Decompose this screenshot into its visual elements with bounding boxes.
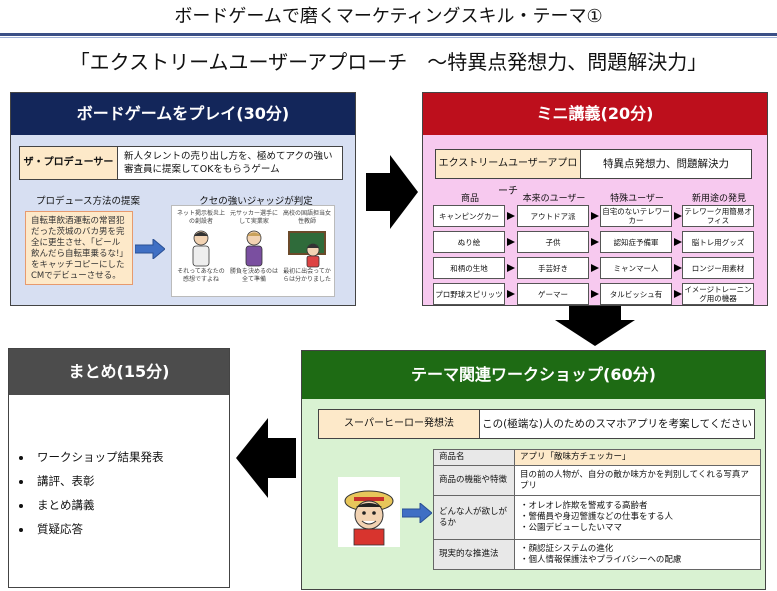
panel-board-game: ボードゲームをプレイ(30分) ザ・プロデューサー 新人タレントの売り出し方を、… — [10, 92, 356, 306]
panel-summary: まとめ(15分) ワークショップ結果発表 講評、表彰 まとめ講義 質疑応答 — [8, 348, 230, 588]
grid-cell: 手芸好き — [517, 257, 589, 279]
panel-mini-lecture-title: ミニ講義(20分) — [423, 93, 767, 135]
table-row: 現実的な推進法・顔認証システムの進化・個人情報保護法やプライバシーへの配慮 — [433, 539, 761, 570]
judge-card: 元サッカー選手にして実業家 勝負を決めるのは全て準備 — [229, 210, 279, 294]
small-arrow-icon — [674, 290, 682, 298]
game-name-tag: ザ・プロデューサー — [19, 146, 118, 180]
table-value: ・オレオレ詐欺を警戒する高齢者・警備員や身辺警護などの仕事をする人・公園デビュー… — [514, 495, 761, 540]
small-arrow-icon — [507, 264, 515, 272]
grid-cell: 自宅のないテレワーカー — [600, 205, 672, 227]
table-key: どんな人が欲しがるか — [433, 495, 515, 540]
page-title: ボードゲームで磨くマーケティングスキル・テーマ① — [174, 6, 603, 27]
grid-cell: プロ野球スピリッツ — [433, 283, 505, 305]
grid-cell: ミャンマー人 — [600, 257, 672, 279]
column-header: 特殊ユーザー — [610, 194, 664, 204]
judge-portrait-icon — [245, 230, 263, 267]
judge-caption-top: 元サッカー選手にして実業家 — [229, 210, 278, 225]
judge-caption-bottom: 最初に出会ってからは分かりました — [282, 268, 331, 283]
panel-workshop-title: テーマ関連ワークショップ(60分) — [302, 351, 765, 399]
judge-card: 高校の国語担当女性教師 最初に出会ってからは分かりました — [282, 210, 332, 294]
right-arrow-icon — [135, 239, 165, 259]
right-arrow-icon — [402, 503, 432, 523]
list-item: 質疑応答 — [33, 517, 164, 541]
small-arrow-icon — [507, 290, 515, 298]
table-key: 商品の機能や特徴 — [433, 465, 515, 496]
grid-cell: ゲーマー — [517, 283, 589, 305]
grid-cell: 和柄の生地 — [433, 257, 505, 279]
small-arrow-icon — [591, 212, 599, 220]
table-row: 商品の機能や特徴目の前の人物が、自分の敵か味方かを判別してくれる写真アプリ — [433, 465, 761, 496]
small-arrow-icon — [674, 264, 682, 272]
judge-caption-bottom: 勝負を決めるのは全て準備 — [229, 268, 278, 283]
grid-cell: ロンジー用素材 — [682, 257, 754, 279]
judge-label: クセの強いジャッジが判定 — [199, 196, 313, 207]
teacher-blackboard-icon — [288, 231, 326, 268]
method-description: 特異点発想力、問題解決力 — [580, 149, 752, 179]
table-key: 現実的な推進法 — [433, 539, 515, 570]
list-item: 講評、表彰 — [33, 469, 164, 493]
panel-summary-title: まとめ(15分) — [9, 349, 229, 395]
judge-caption-top: ネット掲示板炎上の創設者 — [176, 210, 225, 225]
workshop-method-tag: スーパーヒーロー発想法 — [318, 409, 480, 439]
title-underline — [0, 33, 777, 36]
grid-cell: 子供 — [517, 231, 589, 253]
page-subtitle: 「エクストリームユーザーアプローチ ～特異点発想力、問題解決力」 — [69, 50, 708, 74]
grid-cell: 認知症予備軍 — [600, 231, 672, 253]
game-description: 新人タレントの売り出し方を、極めてアクの強い審査員に提案してOKをもらうゲーム — [117, 146, 343, 180]
column-header: 新用途の発見 — [691, 194, 746, 204]
proposal-label: プロデュース方法の提案 — [35, 196, 141, 207]
title-underline-thin — [0, 37, 777, 38]
table-key: 商品名 — [433, 449, 515, 466]
panel-workshop: テーマ関連ワークショップ(60分) スーパーヒーロー発想法 この(極端な)人のた… — [301, 350, 766, 590]
summary-list: ワークショップ結果発表 講評、表彰 まとめ講義 質疑応答 — [19, 445, 164, 541]
column-header: 本来のユーザー — [522, 194, 586, 204]
judge-portrait-icon — [192, 230, 210, 267]
flow-arrow-left-icon — [236, 418, 296, 498]
panel-mini-lecture: ミニ講義(20分) エクストリームユーザーアプローチ 特異点発想力、問題解決力 … — [422, 92, 768, 306]
flow-arrow-down-icon — [555, 306, 635, 346]
judge-cards: ネット掲示板炎上の創設者 それってあなたの感想ですよね 元サッカー選手にして実業… — [171, 205, 335, 297]
table-value: アプリ「敵味方チェッカー」 — [514, 449, 761, 466]
grid-cell: アウトドア派 — [517, 205, 589, 227]
list-item: ワークショップ結果発表 — [33, 445, 164, 469]
proposal-example: 自転車飲酒運転の常習犯だった茨城のバカ男を完全に更生させ、「ビール飲んだら自転車… — [25, 211, 133, 285]
grid-cell: 脳トレ用グッズ — [682, 231, 754, 253]
judge-caption-top: 高校の国語担当女性教師 — [282, 210, 331, 225]
small-arrow-icon — [591, 238, 599, 246]
workshop-instruction: この(極端な)人のためのスマホアプリを考案してください — [479, 409, 755, 439]
small-arrow-icon — [674, 212, 682, 220]
judge-caption-bottom: それってあなたの感想ですよね — [177, 268, 225, 283]
idea-table: 商品名アプリ「敵味方チェッカー」商品の機能や特徴目の前の人物が、自分の敵か味方か… — [433, 449, 761, 570]
list-item: まとめ講義 — [33, 493, 164, 517]
hero-character-icon — [338, 477, 400, 547]
grid-cell: タルビッシュ有 — [600, 283, 672, 305]
flow-arrow-right-icon — [366, 155, 418, 229]
method-name-tag: エクストリームユーザーアプローチ — [435, 149, 581, 197]
judge-card: ネット掲示板炎上の創設者 それってあなたの感想ですよね — [176, 210, 226, 294]
grid-cell: ぬり絵 — [433, 231, 505, 253]
table-row: 商品名アプリ「敵味方チェッカー」 — [433, 449, 761, 466]
small-arrow-icon — [591, 290, 599, 298]
small-arrow-icon — [591, 264, 599, 272]
grid-cell: キャンピングカー — [433, 205, 505, 227]
table-value: 目の前の人物が、自分の敵か味方かを判別してくれる写真アプリ — [514, 465, 761, 496]
panel-board-game-title: ボードゲームをプレイ(30分) — [11, 93, 355, 135]
column-header: 商品 — [460, 194, 479, 204]
small-arrow-icon — [674, 238, 682, 246]
table-row: どんな人が欲しがるか・オレオレ詐欺を警戒する高齢者・警備員や身辺警護などの仕事を… — [433, 495, 761, 540]
table-value: ・顔認証システムの進化・個人情報保護法やプライバシーへの配慮 — [514, 539, 761, 570]
small-arrow-icon — [507, 238, 515, 246]
grid-cell: テレワーク用簡易オフィス — [682, 205, 754, 227]
small-arrow-icon — [507, 212, 515, 220]
grid-cell: イメージトレーニング用の機器 — [682, 283, 754, 305]
